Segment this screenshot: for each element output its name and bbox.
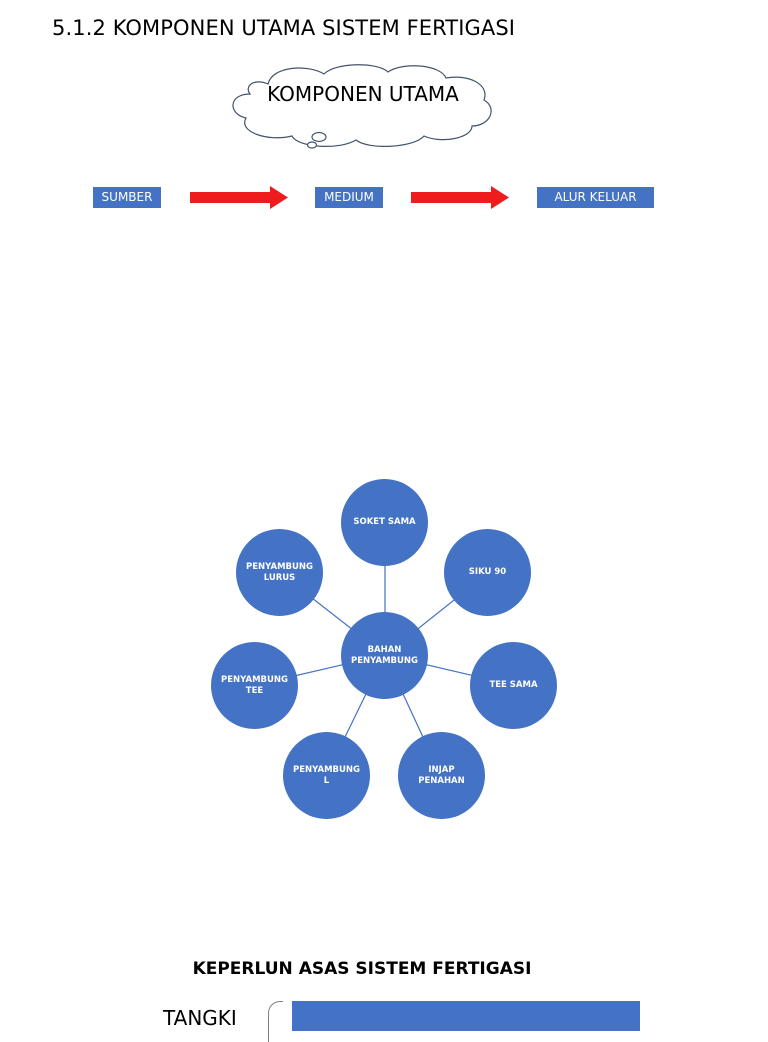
node-siku-90: SIKU 90 — [444, 529, 531, 616]
cloud-body — [232, 64, 492, 147]
flow-step-sumber: SUMBER — [93, 187, 161, 208]
tangki-label: TANGKI — [163, 1006, 237, 1030]
node-soket-sama: SOKET SAMA — [341, 479, 428, 566]
bracket-connector — [268, 1001, 283, 1042]
right-arrow-icon — [411, 186, 509, 209]
node-tee-sama: TEE SAMA — [470, 642, 557, 729]
keperluan-heading: KEPERLUN ASAS SISTEM FERTIGASI — [192, 959, 532, 979]
cloud-bubble-large — [311, 131, 327, 143]
section-heading: 5.1.2 KOMPONEN UTAMA SISTEM FERTIGASI — [52, 16, 516, 40]
cloud-bubble-small — [306, 141, 318, 149]
right-arrow-icon — [190, 186, 288, 209]
thought-cloud-shape — [232, 64, 492, 149]
flow-step-medium: MEDIUM — [315, 187, 383, 208]
flow-step-alur-keluar: ALUR KELUAR — [537, 187, 654, 208]
cloud-title: KOMPONEN UTAMA — [267, 82, 459, 106]
tangki-bar — [292, 1001, 640, 1031]
cloud-callout: KOMPONEN UTAMA — [228, 60, 498, 155]
